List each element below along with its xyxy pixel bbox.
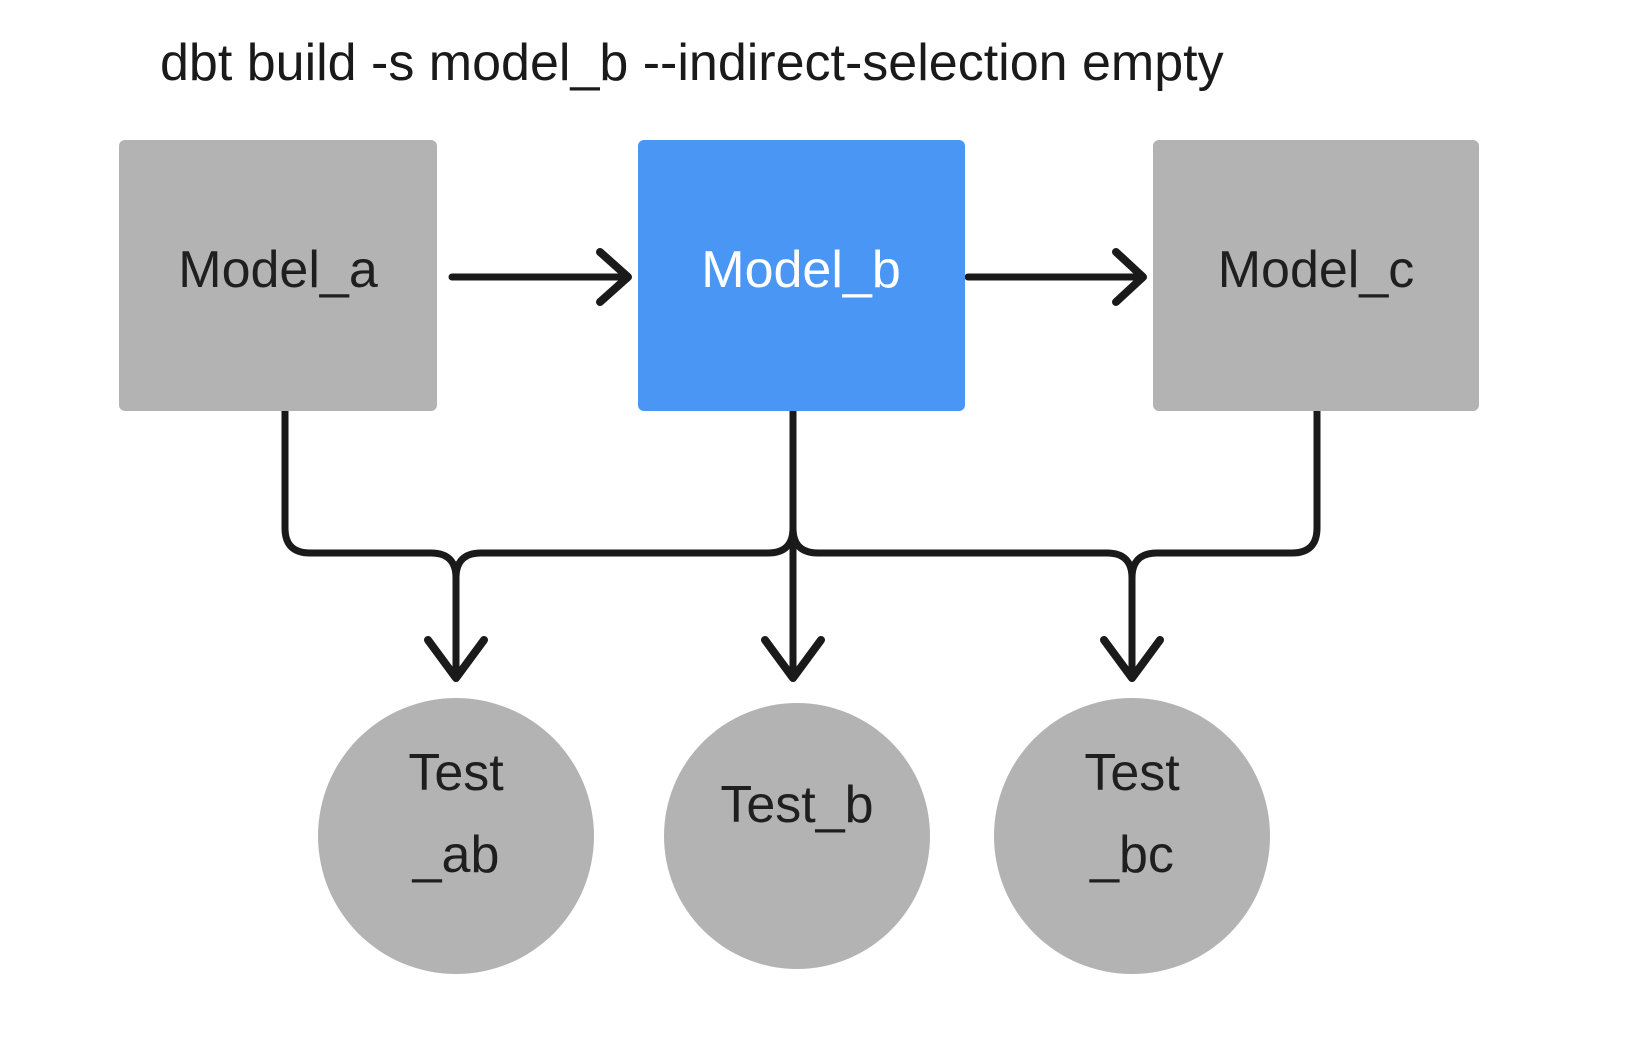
arrowhead-test-b-icon	[761, 636, 825, 682]
arrowhead-model-b-to-model-c-icon	[1112, 248, 1147, 306]
test-bc-circle[interactable]	[994, 698, 1270, 974]
test-ab-circle[interactable]	[318, 698, 594, 974]
test-bc-label-line1: Test	[1084, 744, 1180, 802]
edge-model-b-to-test-ab-line	[452, 407, 797, 676]
model-node-model-b[interactable]: Model_b	[638, 140, 965, 411]
model-node-model-c[interactable]: Model_c	[1153, 140, 1479, 411]
test-node-test-b[interactable]: Test_b	[664, 703, 930, 969]
arrowhead-test-ab-icon	[424, 636, 488, 682]
arrowhead-test-bc-icon	[1100, 636, 1164, 682]
model-c-label: Model_c	[1218, 241, 1415, 299]
model-node-model-a[interactable]: Model_a	[119, 140, 437, 411]
edge-layer	[281, 273, 1321, 676]
test-ab-label-line2: _ab	[412, 826, 500, 884]
edge-model-b-to-test-bc-line	[789, 407, 1136, 676]
test-b-circle[interactable]	[664, 703, 930, 969]
model-a-label: Model_a	[178, 241, 378, 299]
arrowhead-layer	[424, 248, 1164, 682]
edge-model-c-to-test-bc-line	[1128, 407, 1321, 676]
test-node-test-bc[interactable]: Test _bc	[994, 698, 1270, 974]
test-node-test-ab[interactable]: Test _ab	[318, 698, 594, 974]
model-b-rect[interactable]	[638, 140, 965, 411]
model-b-label: Model_b	[701, 241, 900, 299]
model-a-rect[interactable]	[119, 140, 437, 411]
edge-model-a-to-test-ab-line	[281, 407, 460, 676]
test-ab-label-line1: Test	[408, 744, 504, 802]
page-title: dbt build -s model_b --indirect-selectio…	[160, 34, 1224, 92]
test-bc-label-line2: _bc	[1089, 826, 1174, 884]
arrowhead-model-a-to-model-b-icon	[596, 248, 632, 306]
test-b-label: Test_b	[720, 776, 873, 834]
model-c-rect[interactable]	[1153, 140, 1479, 411]
